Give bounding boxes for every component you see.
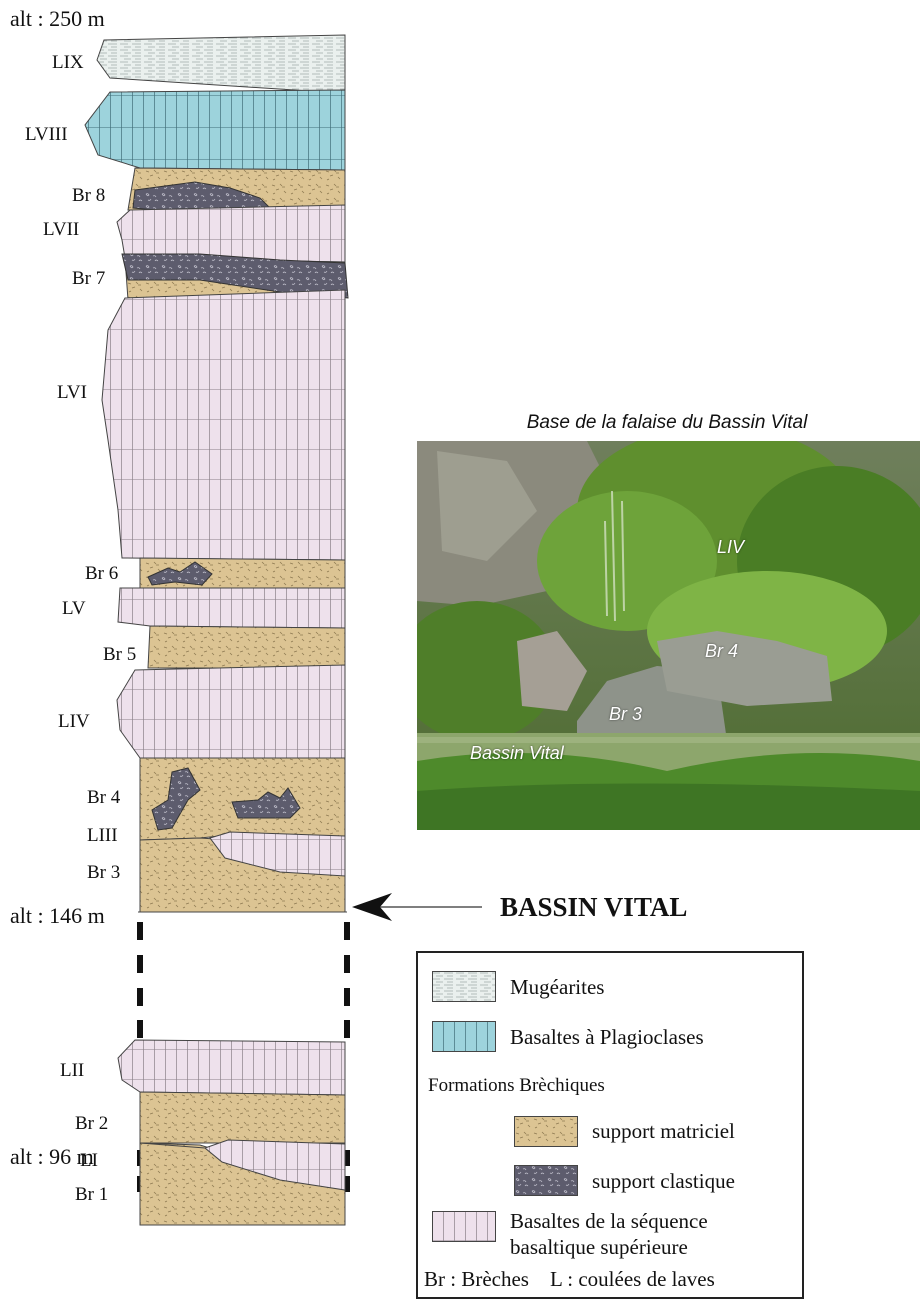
swatch-matriciel <box>514 1116 578 1147</box>
altitude-bottom: alt : 96 m <box>10 1144 94 1169</box>
unit-label-lv: LV <box>62 598 86 619</box>
legend-matriciel: support matriciel <box>592 1119 735 1143</box>
altitude-top: alt : 250 m <box>10 6 105 31</box>
unit-li <box>203 1139 346 1191</box>
photo-label-br4: Br 4 <box>705 641 739 661</box>
legend-basaltes-line2: basaltique supérieure <box>510 1235 688 1259</box>
unit-label-liii: LIII <box>87 825 118 846</box>
unit-label-lvi: LVI <box>57 382 87 403</box>
unit-label-br8: Br 8 <box>72 185 106 206</box>
unit-label-br3: Br 3 <box>87 862 121 883</box>
unit-label-br1: Br 1 <box>75 1184 109 1205</box>
altitude-mid: alt : 146 m <box>10 903 105 928</box>
unit-label-br4: Br 4 <box>87 787 121 808</box>
swatch-plagioclases <box>432 1021 496 1052</box>
clast-br7 <box>121 253 349 299</box>
left-arrow-icon <box>352 893 482 921</box>
legend-mugearites: Mugéarites <box>510 975 605 999</box>
unit-br5 <box>147 625 346 669</box>
swatch-clastique <box>514 1165 578 1196</box>
unit-br1 <box>139 1142 346 1226</box>
unit-lix <box>96 34 346 93</box>
legend: Mugéarites Basaltes à Plagioclases Forma… <box>416 951 804 1299</box>
unit-label-liv: LIV <box>58 711 90 732</box>
unit-lviii <box>84 89 346 171</box>
legend-abbreviations: Br : Brèches L : coulées de laves <box>424 1267 715 1291</box>
unit-lvii <box>116 204 346 263</box>
unit-label-lix: LIX <box>52 52 84 73</box>
unit-label-br7: Br 7 <box>72 268 106 289</box>
unit-liv <box>116 664 346 759</box>
unit-label-br5: Br 5 <box>103 644 137 665</box>
clast-br4-a <box>151 767 201 831</box>
unit-liii <box>209 831 346 877</box>
swatch-mugearites <box>432 971 496 1002</box>
unit-label-lii: LII <box>60 1060 85 1081</box>
cliff-photo: LIV Br 4 Br 3 Bassin Vital <box>417 441 920 830</box>
clast-br4-b <box>231 787 301 819</box>
unit-br2 <box>139 1091 346 1144</box>
photo-label-liv: LIV <box>717 537 745 557</box>
unit-label-br2: Br 2 <box>75 1113 109 1134</box>
photo-label-bassin: Bassin Vital <box>470 743 564 763</box>
legend-basaltes-line1: Basaltes de la séquence <box>510 1209 708 1233</box>
unit-label-br6: Br 6 <box>85 563 119 584</box>
unit-lii <box>117 1039 346 1096</box>
legend-breccia-heading: Formations Brèchiques <box>428 1075 605 1096</box>
unit-label-li: LI <box>80 1150 98 1171</box>
unit-lv <box>117 587 346 629</box>
photo-label-br3: Br 3 <box>609 704 643 724</box>
clast-br6 <box>147 561 213 586</box>
unit-lvi <box>101 289 346 561</box>
unit-label-lvii: LVII <box>43 219 80 240</box>
unit-label-lviii: LVIII <box>25 124 68 145</box>
bassin-vital-label: BASSIN VITAL <box>500 892 688 922</box>
legend-plagioclases: Basaltes à Plagioclases <box>510 1025 704 1049</box>
swatch-basaltes <box>432 1211 496 1242</box>
photo-title: Base de la falaise du Bassin Vital <box>526 412 808 433</box>
legend-clastique: support clastique <box>592 1169 735 1193</box>
